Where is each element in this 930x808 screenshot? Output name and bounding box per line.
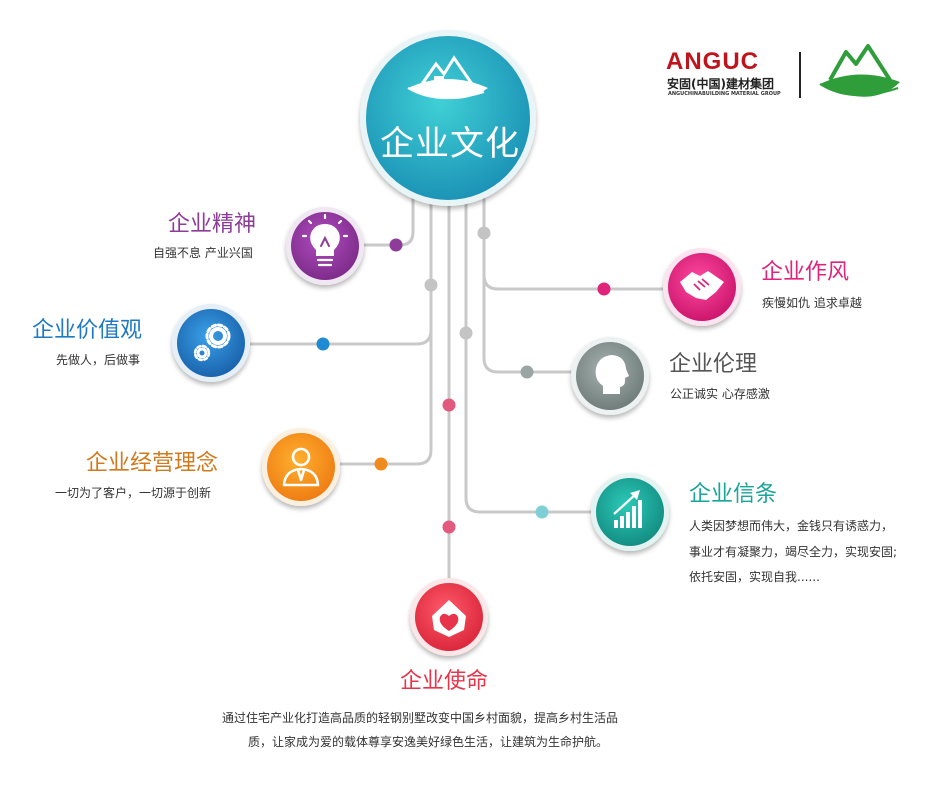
dot-creed bbox=[535, 505, 549, 519]
concept-desc: 一切为了客户，一切源于创新 bbox=[55, 486, 212, 500]
head-icon bbox=[595, 355, 629, 394]
center-node bbox=[360, 30, 536, 206]
creed-desc-line2: 事业才有凝聚力，竭尽全力，实现安固; bbox=[689, 545, 898, 559]
concept-title: 企业经营理念 bbox=[86, 451, 219, 476]
dot-style bbox=[597, 282, 611, 296]
mission-desc-line2: 质，让家成为爱的载体尊享安逸美好绿色生活，让建筑为生命护航。 bbox=[248, 735, 609, 749]
value-desc: 先做人，后做事 bbox=[56, 353, 141, 367]
mission-title: 企业使命 bbox=[400, 669, 489, 694]
brand-logo-name: ANGUC bbox=[666, 48, 759, 75]
style-desc: 疾慢如仇 追求卓越 bbox=[762, 296, 862, 310]
line-style bbox=[482, 193, 667, 291]
node-value bbox=[172, 304, 250, 382]
dot-junction-right bbox=[477, 226, 491, 240]
line-concept bbox=[336, 328, 433, 466]
ethics-title: 企业伦理 bbox=[669, 352, 758, 377]
brand-logo-cn: 安固(中国)建材集团 bbox=[667, 77, 774, 91]
mission-desc-line1: 通过住宅产业化打造高品质的轻钢别墅改变中国乡村面貌，提高乡村生活品 bbox=[222, 711, 619, 725]
person-icon bbox=[282, 447, 320, 487]
connector-dots bbox=[316, 226, 611, 534]
handshake-icon bbox=[680, 271, 724, 300]
line-ethics bbox=[482, 273, 576, 374]
dot-value bbox=[316, 337, 330, 351]
spirit-desc: 自强不息 产业兴国 bbox=[153, 246, 253, 260]
node-concept bbox=[262, 428, 340, 506]
node-spirit bbox=[286, 207, 364, 285]
value-title: 企业价值观 bbox=[32, 318, 143, 343]
creed-desc-line3: 依托安固，实现自我...... bbox=[689, 570, 820, 584]
style-title: 企业作风 bbox=[761, 260, 850, 285]
node-style bbox=[663, 248, 741, 326]
dot-spirit bbox=[389, 238, 403, 252]
gears-icon bbox=[193, 323, 231, 362]
center-title: 企业文化 bbox=[380, 124, 520, 164]
dot-mission-lower bbox=[442, 520, 456, 534]
dot-concept bbox=[374, 457, 388, 471]
dot-mission-upper bbox=[442, 398, 456, 412]
house-heart-icon bbox=[432, 600, 466, 637]
growth-chart-icon bbox=[613, 490, 642, 528]
brand-logo-en: ANGUCHINABUILDING MATERIAL GROUP bbox=[668, 91, 781, 97]
ethics-desc: 公正诚实 心存感激 bbox=[670, 387, 770, 401]
lightbulb-icon bbox=[301, 213, 349, 267]
dot-junction-left bbox=[424, 278, 438, 292]
node-ethics bbox=[571, 337, 649, 415]
spirit-title: 企业精神 bbox=[168, 212, 257, 237]
node-creed bbox=[591, 473, 669, 551]
node-mission bbox=[410, 578, 488, 656]
house-mountain-leaf-icon bbox=[407, 55, 488, 100]
dot-junction-mid bbox=[459, 326, 473, 340]
dot-ethics bbox=[520, 365, 534, 379]
line-creed bbox=[464, 198, 594, 514]
line-spirit bbox=[363, 188, 415, 247]
brand-emblem-icon bbox=[819, 44, 900, 97]
creed-desc-line1: 人类因梦想而伟大，金钱只有诱惑力， bbox=[689, 519, 894, 533]
creed-title: 企业信条 bbox=[689, 482, 778, 507]
